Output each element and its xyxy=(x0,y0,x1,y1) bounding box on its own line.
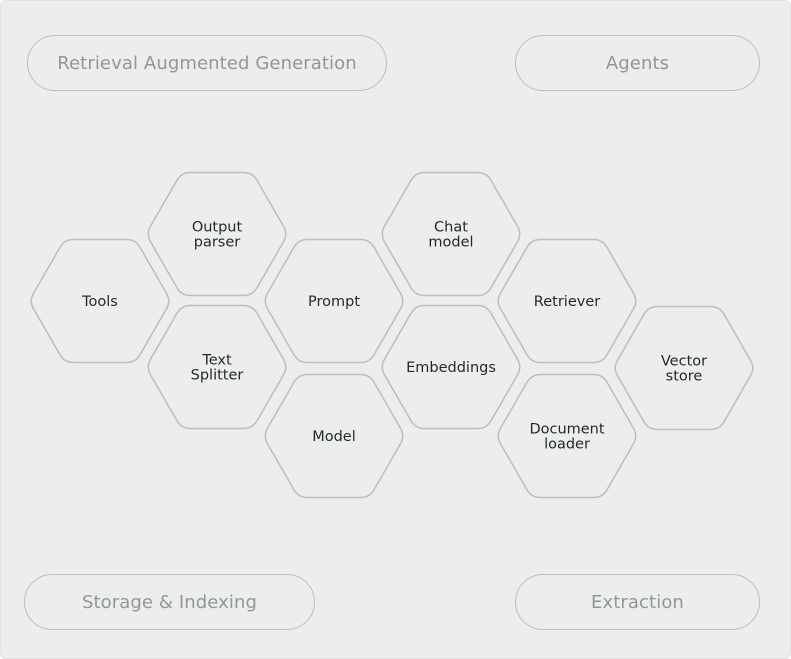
hexagon-label: parser xyxy=(194,235,241,251)
hexagon-shape xyxy=(147,171,287,297)
hexagon-label: Splitter xyxy=(191,368,244,384)
hexagon-prompt: Prompt xyxy=(264,238,404,364)
hexagon-shape xyxy=(30,238,170,364)
hexagon-model: Model xyxy=(264,373,404,499)
category-agents: Agents xyxy=(515,35,760,91)
hexagon-label: Model xyxy=(312,429,356,445)
category-rag: Retrieval Augmented Generation xyxy=(27,35,387,91)
hexagon-label: loader xyxy=(544,437,590,453)
hexagon-tools: Tools xyxy=(30,238,170,364)
hexagon-label: Tools xyxy=(81,294,118,310)
hexagon-shape xyxy=(497,238,637,364)
hexagon-label: Document xyxy=(529,422,604,438)
hexagon-shape xyxy=(147,304,287,430)
hexagon-embeddings: Embeddings xyxy=(381,304,521,430)
hexagon-shape xyxy=(497,373,637,499)
hexagon-shape xyxy=(264,238,404,364)
hexagon-shape xyxy=(381,304,521,430)
hexagon-label: Embeddings xyxy=(406,360,496,376)
hexagon-retriever: Retriever xyxy=(497,238,637,364)
hexagon-label: store xyxy=(666,369,703,385)
hexagon-label: Prompt xyxy=(308,294,360,310)
hexagon-shape xyxy=(264,373,404,499)
hexagon-shape xyxy=(614,305,754,431)
category-extraction: Extraction xyxy=(515,574,760,630)
category-storage-indexing: Storage & Indexing xyxy=(24,574,315,630)
hexagon-label: Chat xyxy=(434,220,468,236)
hexagon-label: Text xyxy=(201,353,232,369)
hexagon-label: model xyxy=(428,235,473,251)
hexagon-label: Vector xyxy=(661,354,707,370)
hexagon-label: Output xyxy=(192,220,243,236)
hexagon-shape xyxy=(381,171,521,297)
hexagon-label: Retriever xyxy=(534,294,600,310)
